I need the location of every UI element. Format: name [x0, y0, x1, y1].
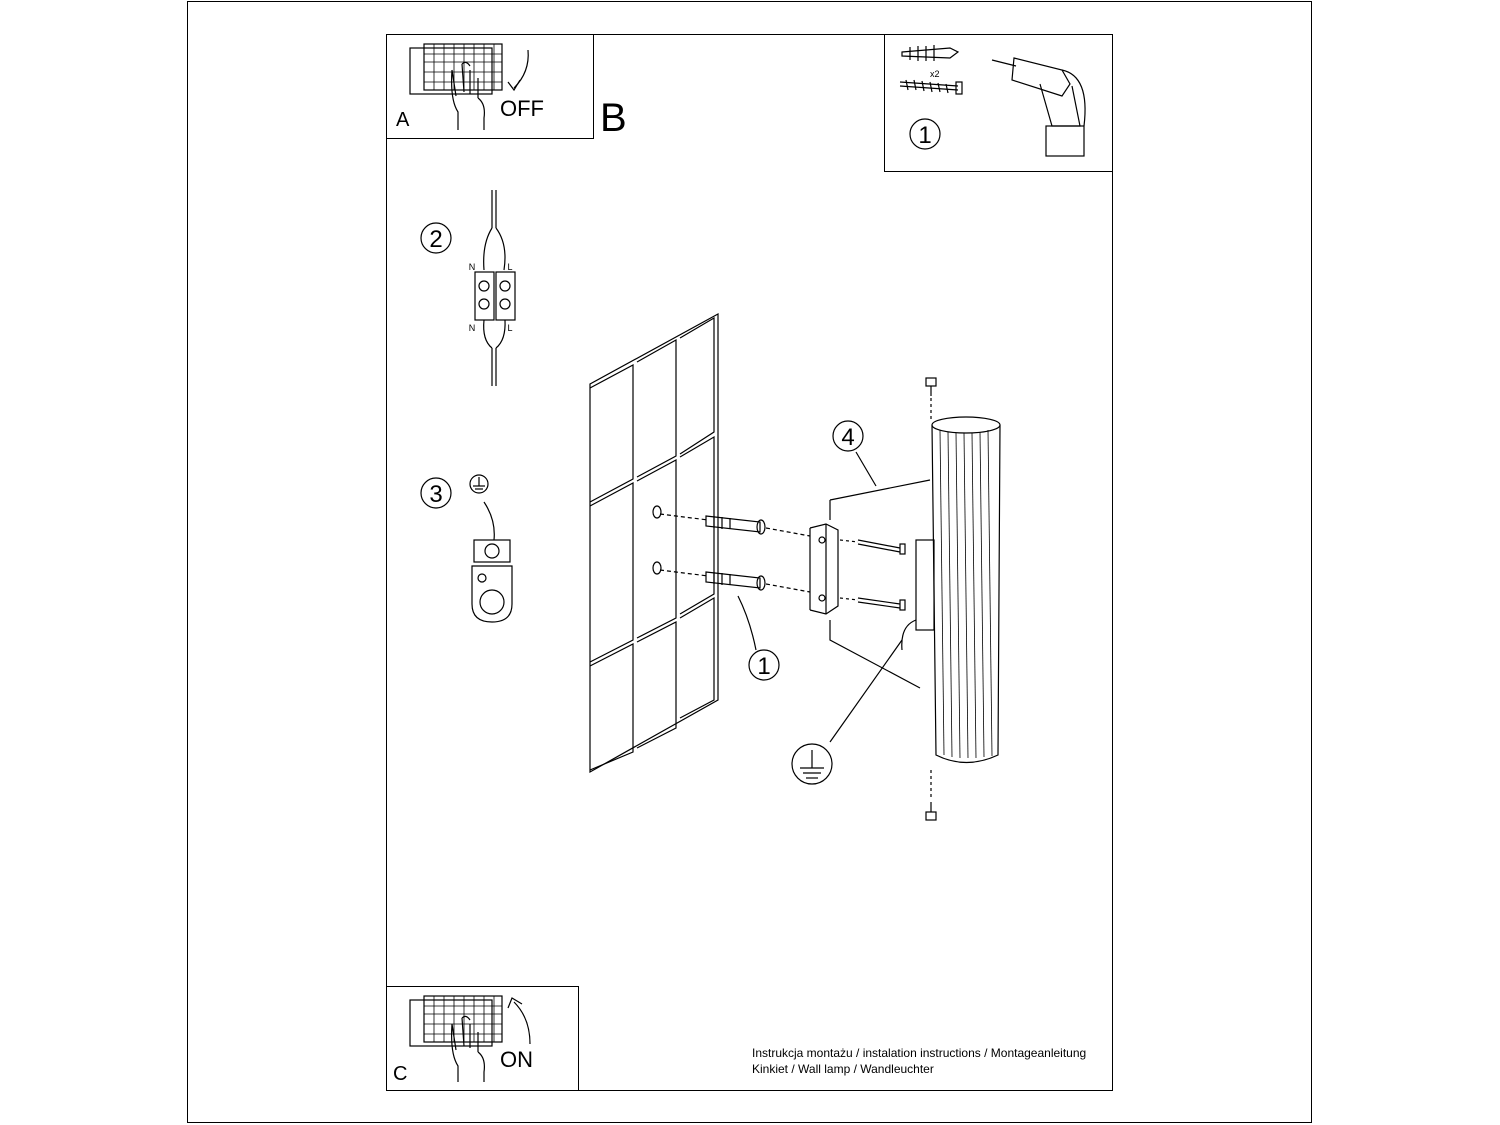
screw-icon [839, 597, 906, 611]
ground-step-number: 3 [429, 481, 442, 508]
page-border [187, 1, 1312, 1123]
dowel-quantity: x2 [930, 69, 940, 79]
drill-icon [991, 57, 1086, 157]
bracket-step-circle [832, 420, 864, 452]
wall-lamp-cylinder [901, 416, 1001, 764]
switchboard-icon [409, 43, 503, 95]
panel-c-power-on [386, 986, 579, 1091]
screw-icon [839, 539, 906, 555]
bracket-guide-line [829, 479, 931, 689]
dowel-icon [659, 513, 811, 537]
ground-leader-line [829, 639, 903, 743]
screw-icon [899, 79, 963, 95]
panel-a-power-off [386, 34, 594, 139]
instruction-sheet [386, 34, 1113, 1091]
mounting-bracket [809, 523, 839, 615]
arrow-icon [507, 997, 531, 1045]
panel-a-state: OFF [500, 96, 544, 121]
terminal-block-icon [474, 190, 516, 386]
ground-symbol-icon [469, 474, 489, 494]
wall-hole [652, 505, 662, 519]
live-label-bottom: L [507, 323, 512, 333]
panel-b-letter: B [600, 96, 627, 140]
hand-icon [451, 61, 485, 130]
tools-step-number: 1 [918, 122, 931, 149]
screw-icon [925, 377, 937, 420]
dowel-icon [659, 569, 811, 593]
live-label-top: L [507, 262, 512, 272]
dowel-step-number: 1 [757, 653, 770, 680]
screw-icon [925, 770, 937, 821]
ground-symbol-icon [791, 743, 833, 785]
panel-c-letter: C [393, 1063, 408, 1085]
arrow-icon [507, 49, 529, 92]
dowel-leader-line [737, 595, 757, 651]
neutral-label-top: N [469, 262, 476, 272]
wall-tiles [589, 312, 719, 774]
footer-product-name: Kinkiet / Wall lamp / Wandleuchter [752, 1062, 934, 1076]
wiring-step-circle [420, 222, 452, 254]
wiring-step-number: 2 [429, 226, 442, 253]
dowel-icon [901, 45, 960, 61]
neutral-label-bottom: N [469, 323, 476, 333]
hand-icon [451, 1015, 485, 1082]
panel-a-letter: A [396, 109, 410, 131]
tools-step-circle [909, 118, 941, 150]
bracket-step-number: 4 [841, 424, 854, 451]
ground-terminal-icon [471, 501, 513, 623]
dowel-step-circle [748, 649, 780, 681]
ground-step-circle [420, 477, 452, 509]
switchboard-icon [409, 995, 503, 1047]
wall-hole [652, 561, 662, 575]
panel-c-state: ON [500, 1047, 533, 1072]
footer-instructions-title: Instrukcja montażu / instalation instruc… [752, 1046, 1087, 1060]
bracket-leader-line [855, 451, 877, 487]
